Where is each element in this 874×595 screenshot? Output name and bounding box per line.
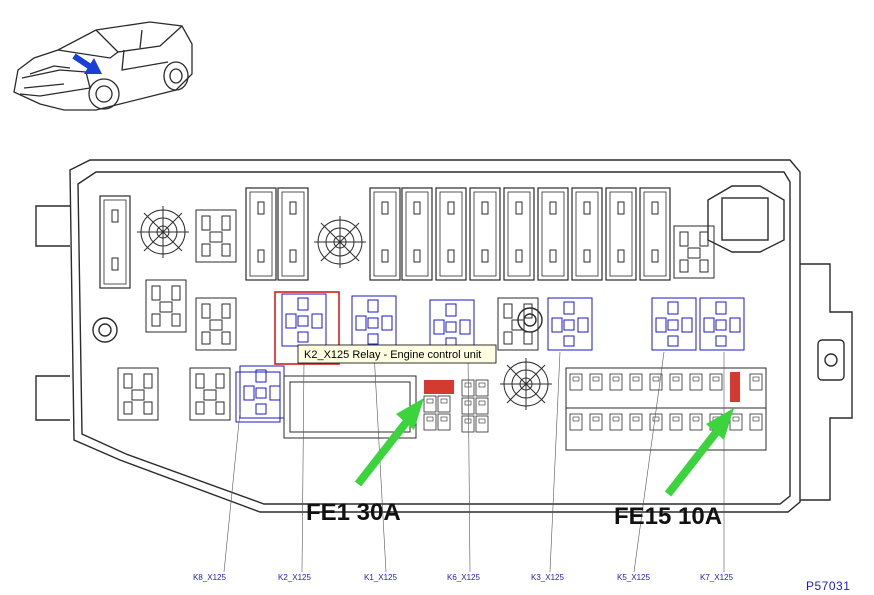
connector-gear-right xyxy=(499,357,553,411)
relay-block xyxy=(145,279,187,333)
relay-block xyxy=(117,367,159,421)
pointer-arrow-icon xyxy=(354,398,424,487)
relay-block xyxy=(195,209,237,263)
relay-k7 xyxy=(699,297,745,351)
relay-label-k1: K1_X125 xyxy=(364,573,397,582)
relay-k5 xyxy=(651,297,697,351)
relay-label-k8: K8_X125 xyxy=(193,573,226,582)
fuse-row-large xyxy=(99,187,671,289)
connector-gear-center xyxy=(313,215,367,269)
relay-k8 xyxy=(239,365,285,419)
relay-k6 xyxy=(429,299,475,353)
relay-block xyxy=(195,297,237,351)
fuse-box-housing xyxy=(35,159,853,513)
fuse-fe3 xyxy=(444,380,454,394)
relay-k3 xyxy=(547,297,593,351)
diagram-reference: P57031 xyxy=(806,579,850,593)
car-icon xyxy=(13,21,193,111)
fuse-fe2 xyxy=(434,380,444,394)
fuse-fe1 xyxy=(424,380,434,394)
connector-gear-left xyxy=(136,205,190,259)
relay-block xyxy=(189,367,231,421)
relay-k1 xyxy=(351,295,397,349)
relay-label-k7: K7_X125 xyxy=(700,573,733,582)
pointer-arrow-icon xyxy=(664,408,734,497)
mini-fuse-cells xyxy=(569,372,763,431)
fuse-label-fe15: FE15 10A xyxy=(614,503,722,530)
relay-label-k5: K5_X125 xyxy=(617,573,650,582)
relay-block xyxy=(673,225,715,279)
locator-arrow-icon xyxy=(72,53,102,74)
relay-tooltip-text: K2_X125 Relay - Engine control unit xyxy=(304,349,481,361)
fuse-fe15 xyxy=(730,372,740,402)
relay-k2 xyxy=(281,293,327,347)
relay-tooltip: K2_X125 Relay - Engine control unit xyxy=(297,344,497,364)
relay-k2-highlight xyxy=(274,291,340,365)
relay-k8-outline xyxy=(235,371,281,423)
fuse-label-fe1: FE1 30A xyxy=(306,499,401,526)
relay-label-k3: K3_X125 xyxy=(531,573,564,582)
relay-label-k2: K2_X125 xyxy=(278,573,311,582)
mini-fuse-grid-right xyxy=(565,367,767,451)
mini-fuse-grid-left xyxy=(423,379,489,433)
relay-label-k6: K6_X125 xyxy=(447,573,480,582)
